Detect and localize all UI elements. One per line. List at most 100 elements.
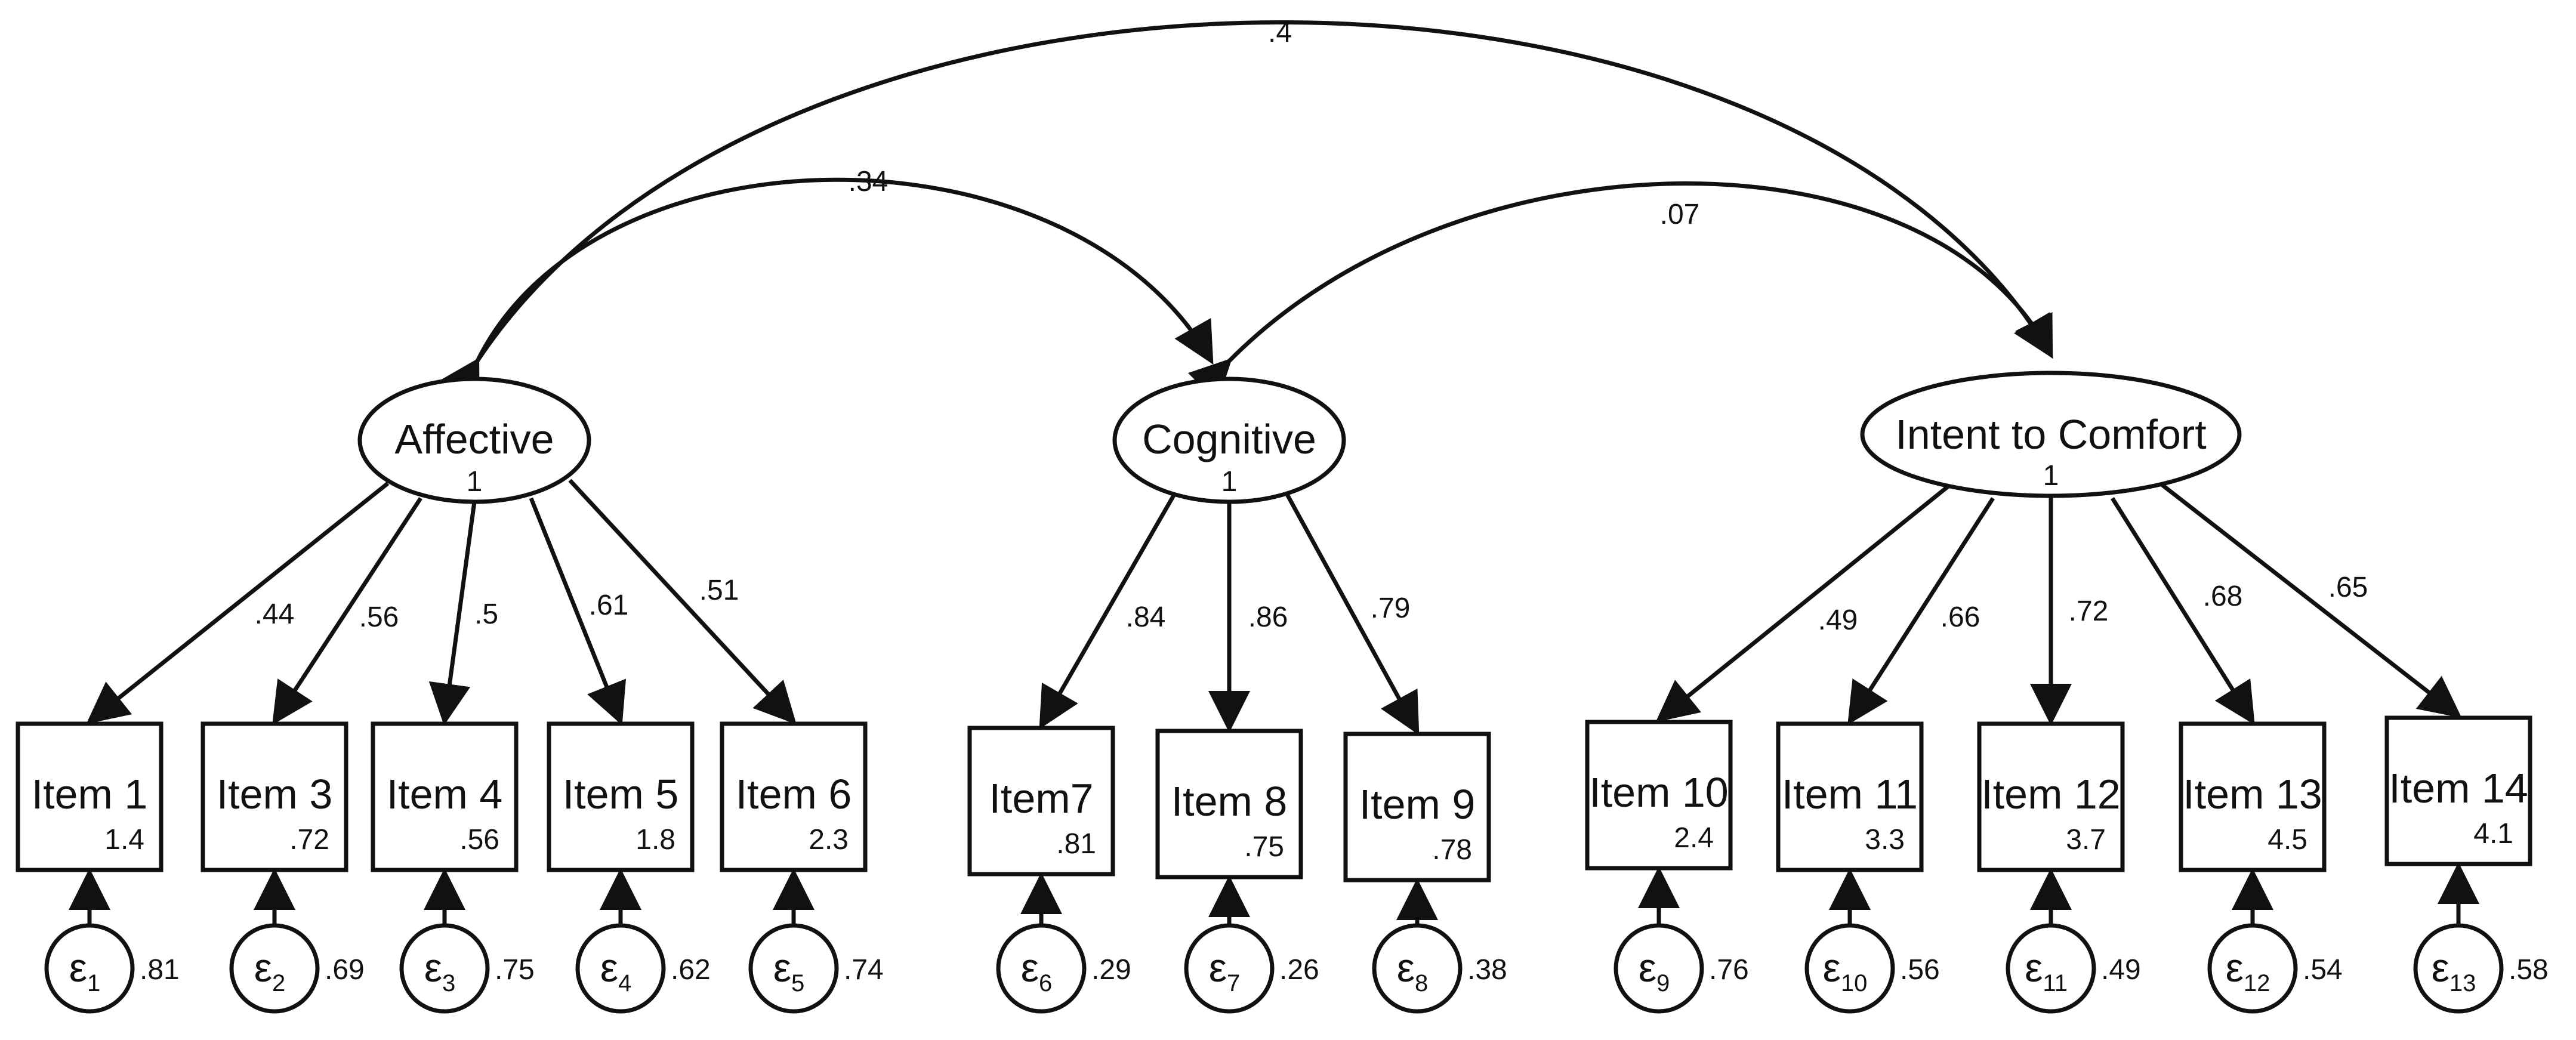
loading-arrow	[568, 479, 797, 725]
error-variance: .49	[2101, 954, 2141, 986]
indicator-intercept: .81	[1056, 828, 1096, 860]
latent-factor-cognitive: Cognitive 1	[1112, 377, 1346, 504]
indicator-label: Item 10	[1589, 769, 1728, 816]
error-circle	[44, 923, 135, 1014]
indicator-label: Item 5	[563, 771, 679, 817]
latent-variance-affective: 1	[467, 466, 483, 498]
error-variance: .75	[495, 954, 535, 986]
indicator-intercept: 1.8	[635, 824, 675, 856]
indicator-intercept: 4.5	[2268, 824, 2307, 856]
error-index: 12	[2244, 970, 2270, 996]
latent-name-affective: Affective	[394, 416, 554, 462]
indicator-box	[1776, 721, 1924, 872]
indicator-intercept: 3.3	[1865, 824, 1905, 856]
covariance-arc	[1187, 181, 2053, 403]
loading-value: .5	[474, 598, 498, 630]
error-circle	[575, 923, 666, 1014]
indicator-label: Item 11	[1782, 771, 1918, 817]
error-index: 3	[442, 970, 455, 996]
loading-value: .56	[359, 601, 399, 633]
error-symbol: ε8	[1397, 945, 1429, 996]
indicator-box	[1977, 721, 2125, 872]
indicator-label: Item 4	[387, 771, 503, 817]
error-index: 2	[272, 970, 285, 996]
latent-factor-affective: Affective 1	[357, 377, 591, 504]
indicator-label: Item 14	[2389, 765, 2528, 811]
loading-arrow	[86, 482, 390, 724]
indicator-box	[547, 721, 695, 872]
indicator-box	[371, 721, 519, 872]
error-circle	[748, 923, 839, 1014]
loading-value: .49	[1818, 604, 1858, 636]
error-index: 1	[87, 970, 100, 996]
covariance-value: .4	[1268, 17, 1292, 48]
indicator-box	[200, 721, 348, 872]
error-index: 5	[791, 970, 804, 996]
loading-value: .72	[2069, 595, 2109, 627]
indicator-intercept: 3.7	[2066, 824, 2106, 856]
error-variance: .54	[2303, 954, 2343, 986]
latent-variance-intent: 1	[2043, 460, 2059, 492]
indicator-label: Item 1	[32, 771, 148, 817]
indicator-item: Item 11.4ε1.81	[16, 721, 180, 1014]
loading-arrow	[1847, 497, 1995, 725]
indicator-label: Item7	[989, 775, 1093, 822]
loading-value: .79	[1371, 592, 1411, 624]
indicator-label: Item 12	[1981, 771, 2120, 817]
latent-factor-intent: Intent to Comfort 1	[1860, 371, 2242, 498]
error-circle	[399, 923, 490, 1014]
covariance-value: .07	[1660, 199, 1700, 230]
loading-value: .86	[1248, 601, 1288, 633]
error-index: 7	[1227, 970, 1240, 996]
loading-arrow	[1655, 484, 1950, 723]
loading-value: .68	[2203, 581, 2243, 612]
error-circle	[229, 923, 320, 1014]
error-index: 13	[2449, 970, 2476, 996]
error-circle	[2006, 923, 2096, 1014]
loading-value: .51	[699, 575, 739, 606]
latent-ellipse-affective	[357, 377, 591, 504]
indicator-intercept: .78	[1432, 834, 1472, 866]
latent-ellipse-intent	[1860, 371, 2242, 498]
error-index: 11	[2043, 970, 2068, 996]
error-variance: .74	[844, 954, 884, 986]
latent-name-intent: Intent to Comfort	[1895, 411, 2206, 458]
loading-value: .66	[1941, 601, 1980, 633]
error-circle	[2413, 923, 2504, 1014]
error-index: 10	[1841, 970, 1868, 996]
indicator-intercept: 2.4	[1674, 822, 1714, 854]
error-circle	[1372, 923, 1463, 1014]
indicator-box	[967, 726, 1115, 877]
error-variance: .62	[671, 954, 711, 986]
error-circle	[1184, 923, 1275, 1014]
indicator-label: Item 3	[217, 771, 333, 817]
indicator-intercept: 2.3	[809, 824, 849, 856]
error-variance: .58	[2509, 954, 2549, 986]
loading-arrow	[2158, 482, 2462, 718]
indicator-item: Item 62.3ε5.74	[720, 721, 884, 1014]
covariance-arc	[442, 177, 1214, 404]
loading-value: .44	[255, 598, 295, 630]
latent-ellipse-cognitive	[1112, 377, 1346, 504]
indicator-intercept: 4.1	[2473, 818, 2513, 850]
error-variance: .29	[1091, 954, 1131, 986]
loading-value: .84	[1126, 601, 1166, 633]
indicator-item: Item 102.4ε9.76	[1585, 720, 1749, 1014]
indicator-intercept: .56	[459, 824, 499, 856]
error-index: 4	[618, 970, 631, 996]
error-variance: .38	[1467, 954, 1507, 986]
error-circle	[996, 923, 1087, 1014]
loading-value: .61	[589, 590, 629, 621]
indicator-intercept: .72	[289, 824, 329, 856]
error-variance: .81	[140, 954, 180, 986]
